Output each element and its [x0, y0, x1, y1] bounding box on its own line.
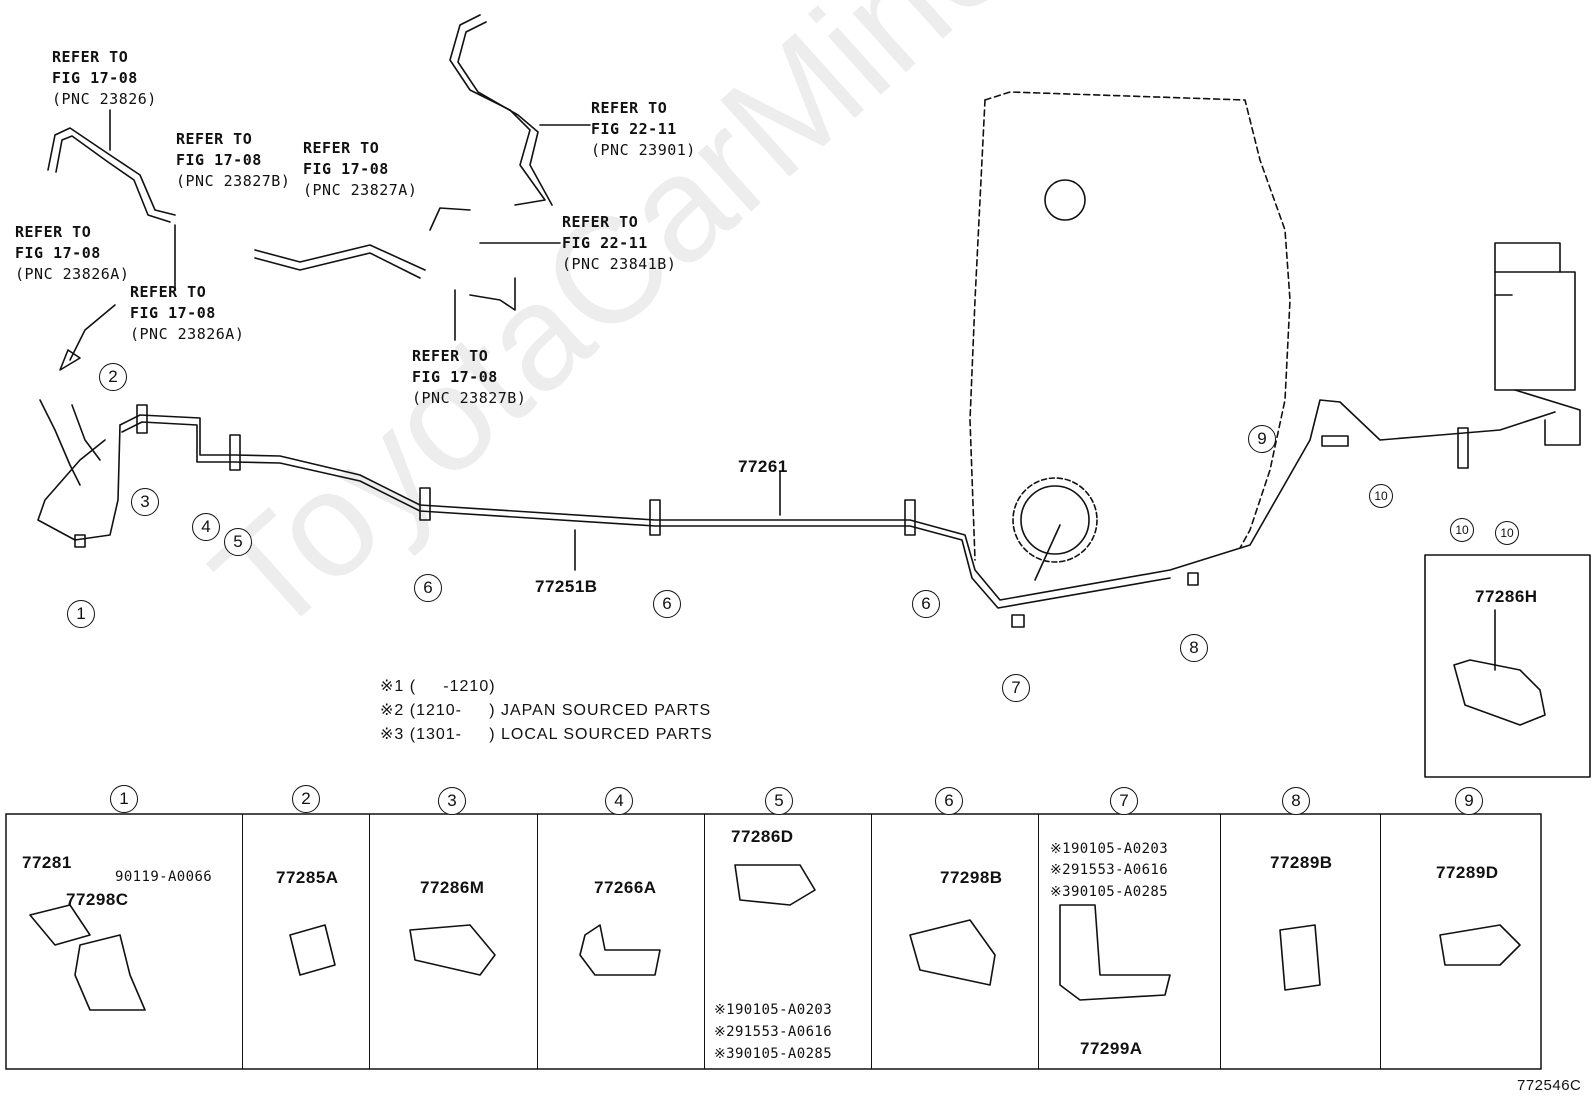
part-label-77251b: 77251B: [535, 577, 598, 596]
callout-4: 4: [192, 513, 220, 541]
part-77299a: 77299A: [1080, 1039, 1143, 1058]
callout-6c: 6: [912, 590, 940, 618]
table-callout-5: 5: [765, 787, 793, 815]
callout-8: 8: [1180, 634, 1208, 662]
part-7-n1-90105-a0203: ※190105-A0203: [1050, 841, 1169, 857]
part-77298c: 77298C: [66, 890, 129, 909]
part-77285a: 77285A: [276, 868, 339, 887]
part-77281: 77281: [22, 853, 72, 872]
callout-9: 9: [1248, 425, 1276, 453]
table-callout-9: 9: [1455, 787, 1483, 815]
figure-id: 772546C: [1517, 1077, 1582, 1094]
callout-6a: 6: [414, 574, 442, 602]
table-cell-1: [6, 814, 243, 1069]
table-callout-3: 3: [438, 787, 466, 815]
table-cell-6: [871, 814, 1039, 1069]
part-label-77286h: 77286H: [1475, 587, 1538, 606]
callout-1: 1: [67, 600, 95, 628]
part-n2-91553-a0616: ※291553-A0616: [714, 1024, 833, 1040]
part-77266a: 77266A: [594, 878, 657, 897]
part-n3-90105-a0285: ※390105-A0285: [714, 1046, 833, 1062]
part-77298b: 77298B: [940, 868, 1003, 887]
fuel-tank-outline: [984, 91, 1291, 549]
table-callout-6: 6: [935, 787, 963, 815]
table-callout-4: 4: [605, 787, 633, 815]
brake-line-77261: [119, 399, 1556, 601]
callout-3: 3: [131, 488, 159, 516]
part-7-n3-90105-a0285: ※390105-A0285: [1050, 884, 1169, 900]
callout-5: 5: [224, 528, 252, 556]
note-1: ※1 ( -1210): [380, 678, 496, 695]
part-7-n2-91553-a0616: ※291553-A0616: [1050, 862, 1169, 878]
part-77286d: 77286D: [731, 827, 794, 846]
table-cell-5: [704, 814, 872, 1069]
note-3: ※3 (1301- ) LOCAL SOURCED PARTS: [380, 726, 713, 743]
part-77289d: 77289D: [1436, 863, 1499, 882]
brake-line-77251b: [121, 421, 1171, 609]
table-cell-8: [1220, 814, 1381, 1069]
callout-10b: 10: [1450, 518, 1474, 542]
note-2: ※2 (1210- ) JAPAN SOURCED PARTS: [380, 702, 712, 719]
part-77289b: 77289B: [1270, 853, 1333, 872]
part-label-77261: 77261: [738, 457, 788, 476]
callout-10c: 10: [1495, 521, 1519, 545]
table-cell-2: [242, 814, 370, 1069]
table-callout-1: 1: [110, 785, 138, 813]
table-cell-4: [537, 814, 705, 1069]
callout-7: 7: [1002, 674, 1030, 702]
direction-arrow: [59, 304, 116, 371]
part-n1-90105-a0203: ※190105-A0203: [714, 1002, 833, 1018]
table-callout-7: 7: [1110, 787, 1138, 815]
callout-2: 2: [99, 363, 127, 391]
callout-6b: 6: [653, 590, 681, 618]
inset-box: [1424, 554, 1591, 778]
part-77286m: 77286M: [420, 878, 485, 897]
callout-10a: 10: [1369, 484, 1393, 508]
actuator-outline: [1494, 242, 1576, 391]
part-90119-a0066: 90119-A0066: [115, 869, 213, 885]
table-cell-7: [1038, 814, 1221, 1069]
table-cell-3: [369, 814, 538, 1069]
table-callout-8: 8: [1282, 787, 1310, 815]
table-callout-2: 2: [292, 785, 320, 813]
